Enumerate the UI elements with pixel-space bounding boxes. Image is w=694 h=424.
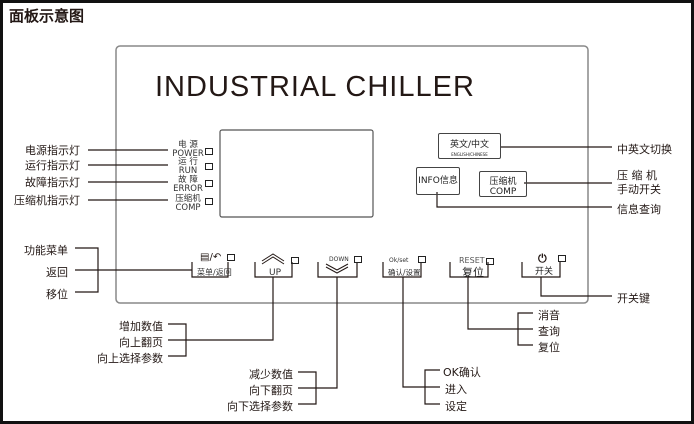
callout-ok-confirm: OK确认: [443, 366, 481, 379]
callout-reset-mute: 消音: [538, 309, 560, 322]
callout-up-page: 向上翻页: [119, 336, 163, 349]
callout-ok-enter: 进入: [445, 383, 467, 396]
callout-run-led: 运行指示灯: [25, 159, 80, 172]
indicator-label-en: ERROR: [173, 183, 203, 194]
ok-key-bracket: [382, 262, 422, 278]
comp-button-sublabel: COMP: [489, 187, 517, 197]
lang-switch-button[interactable]: 英文/中文 ENGLISH/CHINESE: [438, 133, 501, 159]
callout-down-decrease: 减少数值: [249, 368, 293, 381]
callout-info: 信息查询: [617, 203, 661, 216]
leader-up: [168, 277, 274, 357]
info-button[interactable]: INFO信息: [416, 167, 460, 195]
menu-back-icon: ▤/↶: [200, 252, 222, 263]
indicator-label-cn: 故 障: [178, 175, 198, 185]
comp-led: [205, 198, 213, 205]
callout-up-increase: 增加数值: [119, 320, 163, 333]
callout-lang: 中英文切换: [617, 143, 672, 156]
callout-down-page: 向下翻页: [249, 384, 293, 397]
down-key[interactable]: DOWN: [329, 256, 349, 263]
reset-key[interactable]: 复位: [462, 266, 484, 279]
indicator-label-en: COMP: [175, 202, 201, 213]
leader-info: [436, 192, 612, 208]
power-key[interactable]: 开关: [535, 267, 554, 277]
leader-ok: [402, 277, 440, 405]
indicator-label-cn: 运 行: [178, 157, 198, 167]
reset-key-bracket: [449, 262, 489, 278]
comp-manual-button[interactable]: 压缩机 COMP: [479, 171, 527, 197]
up-chevron-icon: [261, 253, 285, 265]
leader-menu: [75, 247, 192, 293]
callout-shift: 移位: [46, 288, 68, 301]
reset-key-top-label: RESET: [459, 256, 485, 265]
callout-power-key: 开关键: [617, 292, 650, 305]
indicator-label-en: POWER: [172, 148, 204, 159]
power-key-led: [558, 255, 566, 262]
power-led: [205, 148, 213, 155]
ok-set-key[interactable]: 确认/设置: [388, 268, 421, 277]
callout-comp-led: 压缩机指示灯: [14, 194, 80, 207]
callout-comp-line1: 压 缩 机: [617, 169, 657, 182]
menu-back-key[interactable]: 菜单/返回: [197, 268, 232, 277]
ok-key-top-label: Ok/set: [389, 257, 409, 264]
callout-reset-reset: 复位: [538, 341, 560, 354]
callout-power-led: 电源指示灯: [25, 144, 80, 157]
down-led: [354, 256, 362, 263]
callout-menu: 功能菜单: [24, 244, 68, 257]
comp-button-label: 压缩机: [489, 177, 517, 187]
leader-power-key: [540, 277, 612, 297]
display-screen: [219, 129, 374, 218]
run-led: [205, 163, 213, 170]
menu-key-bracket: [191, 262, 229, 278]
panel-outline: [115, 45, 589, 304]
callout-ok-set: 设定: [445, 400, 467, 413]
page-title: 面板示意图: [9, 7, 85, 25]
reset-led: [486, 258, 494, 265]
up-key[interactable]: UP: [269, 268, 282, 278]
leader-reset: [467, 277, 533, 346]
callout-back: 返回: [46, 266, 68, 279]
up-key-bracket: [254, 262, 293, 278]
callout-comp-line2: 手动开关: [617, 183, 661, 196]
down-chevron-icon: [325, 263, 349, 274]
callout-up-select: 向上选择参数: [97, 352, 163, 365]
indicator-label-cn: 压缩机: [175, 194, 201, 204]
menu-led: [227, 254, 235, 261]
ok-led: [418, 256, 426, 263]
indicator-label-cn: 电 源: [178, 140, 198, 150]
down-key-bracket: [317, 262, 358, 278]
lang-button-sublabel: ENGLISH/CHINESE: [451, 152, 488, 157]
leader-down: [298, 277, 338, 405]
callout-error-led: 故障指示灯: [25, 176, 80, 189]
callout-down-select: 向下选择参数: [227, 400, 293, 413]
callout-reset-query: 查询: [538, 325, 560, 338]
brand-title: INDUSTRIAL CHILLER: [155, 71, 475, 103]
lang-button-label: 英文/中文: [449, 140, 490, 150]
power-icon: ⏻: [538, 252, 547, 265]
up-led: [291, 257, 299, 264]
indicator-label-en: RUN: [178, 165, 198, 176]
power-key-bracket: [521, 262, 561, 278]
error-led: [205, 180, 213, 187]
